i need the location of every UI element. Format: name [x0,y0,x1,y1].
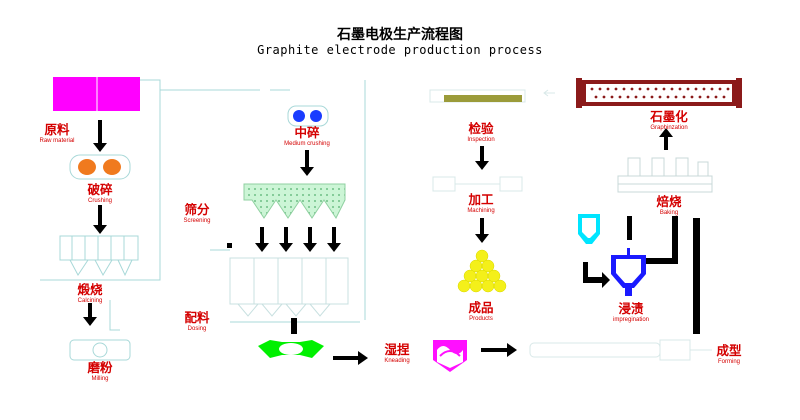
step-calcining: 煅烧 Calcining [77,282,103,304]
flow-arrows [83,120,700,365]
step-baking: 焙烧 Baking [656,194,682,216]
graphitization-furnace [576,78,742,108]
raw-material-bin [53,77,140,111]
step-dosing: 配料 Dosing [184,310,210,332]
page-subtitle: Graphite electrode production process [257,43,543,57]
products-pile [457,249,507,293]
forming-press [529,339,712,361]
baking-furnace [617,157,713,193]
medium-crushing-rollers [287,105,329,127]
screening-machine [243,183,346,219]
step-medium-crushing: 中碎 Medium crushing [284,125,330,147]
impregnation-feeder [578,214,600,244]
calcining-kiln [59,235,139,277]
step-screening: 筛分 Screening [183,202,211,224]
impregnation-tank [611,248,646,296]
machining-lathe [432,176,523,192]
step-machining: 加工 Machining [467,192,495,214]
step-impregnation: 浸渍 impregination [612,301,650,323]
step-kneading: 湿捏 Kneading [384,342,410,364]
step-milling: 磨粉 Milling [87,360,113,382]
milling-machine [69,339,131,361]
dosing-hoppers [229,257,349,317]
step-crushing: 破碎 Crushing [87,182,113,204]
step-raw-material: 原料 Raw material [39,122,75,144]
kneader [258,340,324,358]
mixing-pot [433,340,467,372]
step-inspection: 检验 Inspection [467,121,495,143]
step-graphitization: 石墨化 Graphinzation [650,109,688,131]
page-title: 石墨电极生产流程图 [337,27,463,43]
step-products: 成品 Products [468,300,494,322]
step-forming: 成型 Forming [716,343,742,365]
crushing-rollers [69,154,131,180]
inspection-station [429,89,555,103]
